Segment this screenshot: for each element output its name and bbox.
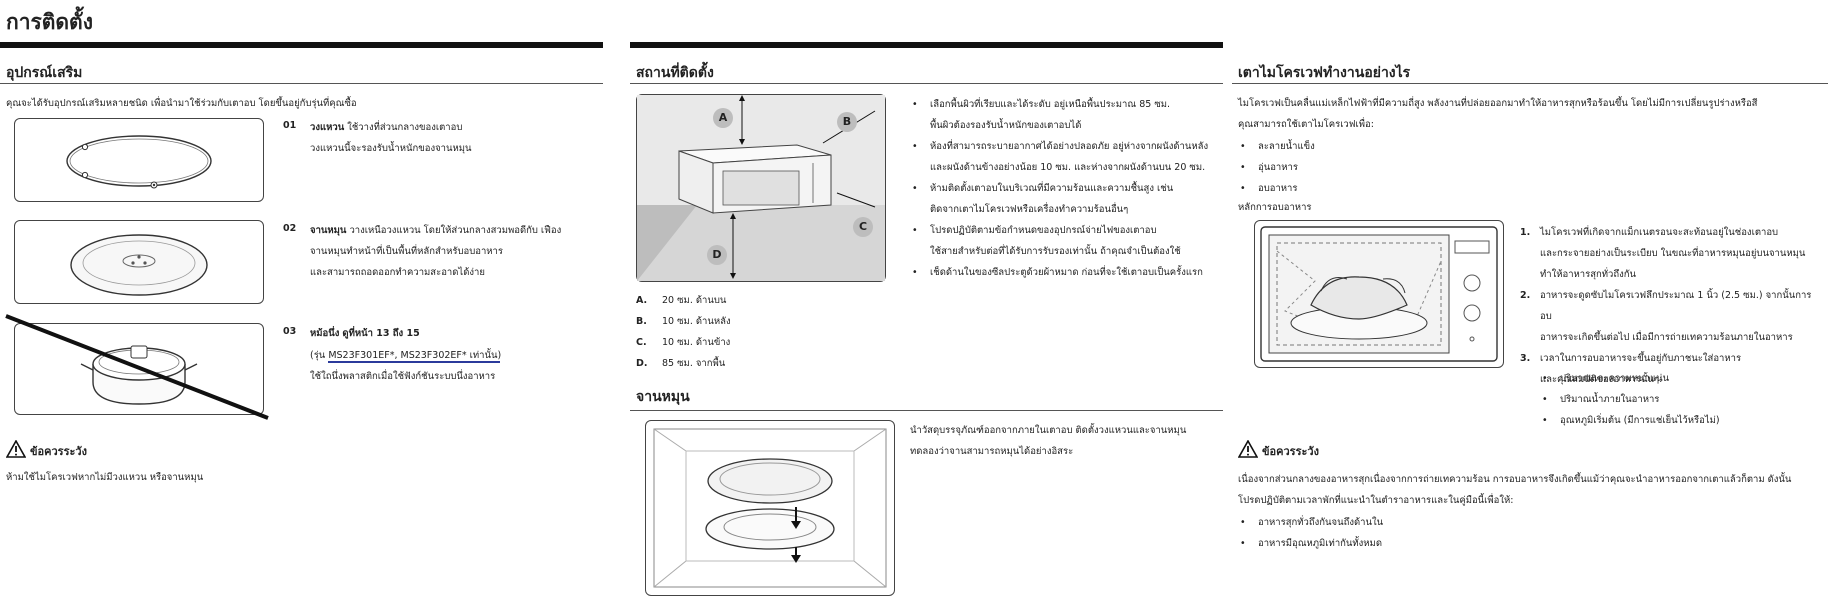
list-item: เช็ดด้านในของซีลประตูด้วยผ้าหมาด ก่อนที่…	[910, 262, 1220, 283]
list-item: 1.ไมโครเวฟที่เกิดจากแม็กเนตรอนจะสะท้อนอย…	[1520, 227, 1806, 280]
item-number: 03	[283, 326, 297, 337]
item-03-line1: หม้อนึ่ง ดูที่หน้า 13 ถึง 15	[310, 328, 420, 339]
item-name: วงแหวน	[310, 122, 345, 133]
model-underline	[328, 361, 500, 363]
heading-rule	[0, 83, 603, 84]
cooking-steps: 1.ไมโครเวฟที่เกิดจากแม็กเนตรอนจะสะท้อนอย…	[1520, 222, 1820, 390]
item-02-line1: จานหมุน วางเหนือวงแหวน โดยให้ส่วนกลางสวม…	[310, 225, 562, 236]
uses-list: ละลายน้ำแข็ง อุ่นอาหาร อบอาหาร	[1238, 136, 1315, 199]
list-item: ห้องที่สามารถระบายอากาศได้อย่างปลอดภัย อ…	[910, 136, 1220, 178]
item-01-line2: วงแหวนนี้จะรองรับน้ำหนักของจานหมุน	[310, 143, 472, 154]
turntable-line2: ทดลองว่าจานสามารถหมุนได้อย่างอิสระ	[910, 446, 1074, 457]
section-divider	[0, 42, 603, 48]
item-01-line1: วงแหวน ใช้วางที่ส่วนกลางของเตาอบ	[310, 122, 463, 133]
warning-icon	[1238, 440, 1258, 458]
how-intro1: ไมโครเวฟเป็นคลื่นแม่เหล็กไฟฟ้าที่มีความถ…	[1238, 98, 1758, 109]
item-03-line2: ใช้ใถนึ่งพลาสติกเมื่อใช้ฟังก์ชันระบบนึ่ง…	[310, 371, 496, 382]
page-title: การติดตั้ง	[6, 10, 93, 34]
heading-rule	[630, 83, 1223, 84]
turntable-image	[14, 220, 264, 304]
accessories-intro: คุณจะได้รับอุปกรณ์เสริมหลายชนิด เพื่อนำม…	[6, 98, 357, 109]
not-included-strike	[5, 314, 269, 420]
list-item: อาหารมีอุณหภูมิเท่ากันทั้งหมด	[1238, 533, 1383, 554]
factors-list: ปริมาณและความหนาแน่น ปริมาณน้ำภายในอาหาร…	[1540, 368, 1720, 431]
list-item: เลือกพื้นผิวที่เรียบและได้ระดับ อยู่เหนื…	[910, 94, 1220, 136]
heading-rule	[630, 410, 1223, 411]
item-name: หม้อนึ่ง	[310, 328, 340, 339]
item-02-line3: และสามารถถอดออกทำความสะอาดได้ง่าย	[310, 267, 485, 278]
turntable-install-illustration	[653, 428, 887, 588]
clearance-label: D	[707, 245, 727, 265]
principle-label: หลักการอบอาหาร	[1238, 202, 1312, 213]
caution-title: ข้อควรระวัง	[30, 445, 87, 458]
installation-clearance-image: A B C D	[636, 94, 886, 282]
list-item: ปริมาณและความหนาแน่น	[1540, 368, 1720, 389]
roller-ring-image	[14, 118, 264, 202]
list-item: ละลายน้ำแข็ง	[1238, 136, 1315, 157]
item-number: 02	[283, 223, 297, 234]
item-name: จานหมุน	[310, 225, 347, 236]
section-divider	[630, 42, 1223, 48]
list-item: B.10 ซม. ด้านหลัง	[636, 316, 731, 327]
turntable-install-image	[645, 420, 895, 596]
location-heading: สถานที่ติดตั้ง	[636, 65, 714, 81]
list-item: ปริมาณน้ำภายในอาหาร	[1540, 389, 1720, 410]
clearance-label: C	[853, 217, 873, 237]
list-item: 2.อาหารจะดูดซับไมโครเวฟลึกประมาณ 1 นิ้ว …	[1520, 290, 1812, 343]
microwave-cooking-illustration	[1260, 226, 1498, 362]
roller-ring-illustration	[66, 135, 212, 189]
list-item: A.20 ซม. ด้านบน	[636, 295, 727, 306]
caution-line1: เนื่องจากส่วนกลางของอาหารสุกเนื่องจากการ…	[1238, 474, 1792, 485]
item-number: 01	[283, 120, 297, 131]
item-03-models: (รุ่น MS23F301EF*, MS23F302EF* เท่านั้น)	[310, 350, 502, 361]
microwave-cooking-image	[1254, 220, 1504, 368]
steamer-illustration	[80, 345, 198, 405]
heading-rule	[1232, 83, 1828, 84]
list-item: ห้ามติดตั้งเตาอบในบริเวณที่มีความร้อนและ…	[910, 178, 1220, 220]
turntable-illustration	[70, 234, 208, 296]
clearance-label: A	[713, 108, 733, 128]
caution-title: ข้อควรระวัง	[1262, 445, 1319, 458]
list-item: โปรดปฏิบัติตามข้อกำหนดของอุปกรณ์จ่ายไฟขอ…	[910, 220, 1220, 262]
caution-text: ห้ามใช้ไมโครเวฟหากไม่มีวงแหวน หรือจานหมุ…	[6, 472, 204, 483]
results-list: อาหารสุกทั่วถึงกันจนถึงด้านใน อาหารมีอุณ…	[1238, 512, 1383, 554]
caution-line2: โปรดปฏิบัติตามเวลาพักที่แนะนำในตำราอาหาร…	[1238, 495, 1514, 506]
list-item: C.10 ซม. ด้านข้าง	[636, 337, 731, 348]
turntable-heading: จานหมุน	[636, 389, 690, 405]
item-02-line2: จานหมุนทำหน้าที่เป็นพื้นที่หลักสำหรับอบอ…	[310, 246, 503, 257]
turntable-line1: นำวัสดุบรรจุภัณฑ์ออกจากภายในเตาอบ ติดตั้…	[910, 425, 1187, 436]
list-item: อบอาหาร	[1238, 178, 1315, 199]
installation-illustration	[637, 95, 885, 281]
clearance-label: B	[837, 112, 857, 132]
list-item: อุ่นอาหาร	[1238, 157, 1315, 178]
list-item: อุณหภูมิเริ่มต้น (มีการแช่เย็นไว้หรือไม่…	[1540, 410, 1720, 431]
list-item: อาหารสุกทั่วถึงกันจนถึงด้านใน	[1238, 512, 1383, 533]
clearance-distances: A.20 ซม. ด้านบน B.10 ซม. ด้านหลัง C.10 ซ…	[636, 290, 731, 374]
how-intro2: คุณสามารถใช้เตาไมโครเวฟเพื่อ:	[1238, 119, 1374, 130]
accessories-heading: อุปกรณ์เสริม	[6, 65, 83, 81]
list-item: D.85 ซม. จากพื้น	[636, 358, 726, 369]
warning-icon	[6, 440, 26, 458]
how-it-works-heading: เตาไมโครเวฟทำงานอย่างไร	[1238, 65, 1411, 81]
location-bullets: เลือกพื้นผิวที่เรียบและได้ระดับ อยู่เหนื…	[910, 94, 1220, 283]
